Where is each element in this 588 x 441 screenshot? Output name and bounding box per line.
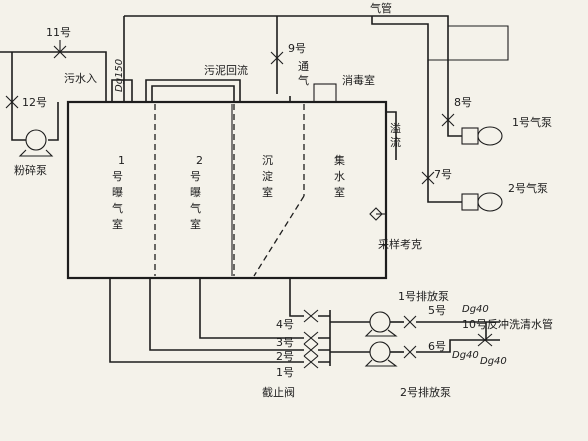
manifold-stubs	[318, 315, 330, 363]
drain-line-3	[199, 278, 304, 339]
vent-label-1: 通	[298, 60, 309, 73]
sampling-cock-icon[interactable]	[369, 207, 383, 221]
drain-pump-2-icon[interactable]	[369, 341, 391, 363]
valve-8-label: 8号	[454, 96, 472, 109]
svg-text:号: 号	[112, 170, 123, 183]
blower-2-icon[interactable]	[477, 192, 503, 212]
valve-7-label: 7号	[434, 168, 452, 181]
svg-text:气: 气	[112, 201, 123, 215]
valve-5-icon[interactable]	[403, 315, 417, 329]
valve-9-label: 9号	[288, 42, 306, 55]
stop-valve-1-label: 1号	[276, 366, 294, 379]
sludge-return-label: 污泥回流	[204, 63, 248, 77]
svg-text:曝: 曝	[112, 186, 123, 199]
air-header-2	[371, 16, 429, 160]
room-4-label: 集 水 室	[334, 153, 345, 199]
drain-pump-1-base	[364, 329, 398, 337]
inlet-box	[111, 79, 133, 102]
blower-1-label: 1号气泵	[512, 115, 552, 129]
drain-line-1	[109, 278, 304, 363]
blower-1-pipe	[447, 108, 462, 137]
svg-text:室: 室	[334, 185, 345, 199]
overflow-pipe	[386, 111, 397, 160]
settling-slope	[253, 195, 305, 277]
dg150-label: Dg150	[114, 59, 125, 92]
air-pipe-label: 气管	[370, 1, 392, 15]
pump-2-discharge	[416, 339, 500, 353]
vent-label-2: 气	[298, 73, 309, 87]
room-2-label: 2 号 曝 气 室	[190, 154, 203, 231]
svg-text:淀: 淀	[262, 169, 273, 183]
dg40-c-label: Dg40	[480, 356, 507, 367]
svg-text:室: 室	[190, 217, 201, 231]
svg-text:集: 集	[334, 153, 345, 167]
sewage-inlet-label: 污水入	[64, 72, 97, 85]
crusher-pump-icon[interactable]	[25, 129, 47, 151]
backwash-label: 10号反冲洗清水管	[462, 317, 553, 331]
inlet-pipe	[0, 51, 107, 102]
dg40-a-label: Dg40	[462, 304, 489, 315]
dg40-b-label: Dg40	[452, 350, 479, 361]
sludge-return-inner	[151, 85, 235, 102]
drain-pump-1-label: 1号排放泵	[398, 289, 449, 303]
sampling-label: 采样考克	[378, 237, 422, 251]
stop-valve-4-label: 4号	[276, 318, 294, 331]
stop-valve-2-label: 2号	[276, 350, 294, 363]
drain-line-4	[289, 278, 304, 317]
crusher-loop-right	[48, 102, 59, 141]
treatment-tank	[66, 100, 388, 280]
drain-pump-2-base	[364, 359, 398, 367]
disinfection-label: 消毒室	[342, 73, 375, 87]
crusher-loop-left	[11, 52, 26, 141]
valve-5-label: 5号	[428, 304, 446, 317]
valve-11-label: 11号	[46, 26, 71, 39]
svg-text:气: 气	[190, 201, 201, 215]
stop-valve-4-icon[interactable]	[303, 309, 319, 323]
valve-6-icon[interactable]	[403, 345, 417, 359]
room-3-label: 沉 淀 室	[262, 154, 273, 199]
valve-12-icon[interactable]	[5, 95, 19, 109]
stop-valve-1-icon[interactable]	[303, 355, 319, 369]
sludge-return-pipe	[145, 79, 241, 102]
drain-pump-2-label: 2号排放泵	[400, 385, 451, 399]
svg-text:号: 号	[190, 170, 201, 183]
svg-text:1: 1	[118, 154, 125, 167]
room-1-label: 1 号 曝 气 室	[112, 154, 125, 231]
blower-2-label: 2号气泵	[508, 181, 548, 195]
blower-1-motor	[461, 127, 479, 145]
overflow-label-2: 流	[390, 135, 401, 149]
air-branch-loop	[427, 25, 509, 130]
svg-text:曝: 曝	[190, 186, 201, 199]
valve-9-icon[interactable]	[270, 51, 284, 65]
blower-2-pipe	[427, 160, 462, 203]
svg-text:室: 室	[262, 185, 273, 199]
disinfection-box	[313, 83, 337, 103]
drain-line-2	[149, 278, 304, 351]
svg-text:水: 水	[334, 170, 345, 183]
svg-text:2: 2	[196, 154, 203, 167]
stop-valve-3-label: 3号	[276, 336, 294, 349]
stop-valve-3-icon[interactable]	[303, 331, 319, 345]
crusher-pump-base	[18, 149, 54, 157]
valve-6-label: 6号	[428, 340, 446, 353]
check-valve-label: 截止阀	[262, 385, 295, 399]
blower-1-icon[interactable]	[477, 126, 503, 146]
crusher-label: 粉碎泵	[14, 163, 47, 177]
valve-12-label: 12号	[22, 96, 47, 109]
svg-text:室: 室	[112, 217, 123, 231]
overflow-label-1: 溢	[390, 121, 401, 135]
svg-text:沉: 沉	[262, 154, 273, 167]
blower-2-motor	[461, 193, 479, 211]
drain-pump-1-icon[interactable]	[369, 311, 391, 333]
air-header	[124, 15, 449, 108]
stop-valve-2-icon[interactable]	[303, 343, 319, 357]
